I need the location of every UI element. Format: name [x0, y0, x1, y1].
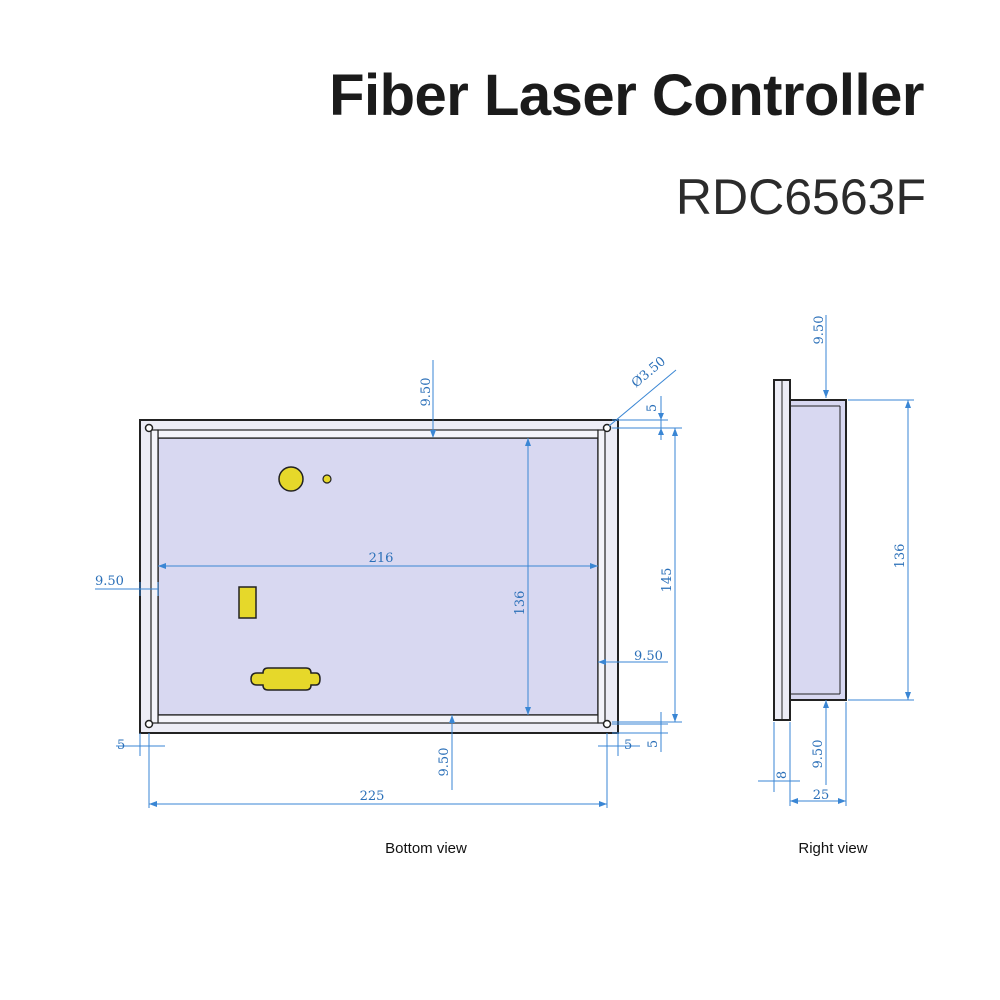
mount-hole-bottom-left [144, 719, 154, 729]
mount-hole-bottom-right [602, 719, 612, 729]
small-round-connector [322, 474, 332, 484]
dim-hole-offset-top: 5 [645, 404, 660, 412]
rv-dim-height: 136 [893, 544, 908, 569]
dim-right-margin: 9.50 [634, 649, 663, 664]
controller-body [789, 399, 847, 701]
bottom-view-caption: Bottom view [385, 840, 467, 857]
right-view: 9.50 136 9.50 8 25 Right view [758, 315, 914, 857]
top-rail [157, 429, 599, 439]
page-title: Fiber Laser Controller [329, 63, 924, 128]
dim-outer-height: 145 [660, 568, 675, 593]
right-view-caption: Right view [798, 840, 867, 857]
dim-bottom-left-offset: 5 [117, 738, 125, 753]
dim-hole-diameter: Ø3.50 [629, 354, 669, 391]
dim-top-margin: 9.50 [419, 378, 434, 407]
db-connector [250, 667, 321, 691]
rv-dim-bottom-margin: 9.50 [811, 740, 826, 769]
dim-inner-height: 136 [513, 591, 528, 616]
dim-bottom-right-offset-h: 5 [624, 738, 632, 753]
mount-hole-top-left [144, 423, 154, 433]
dim-bottom-right-offset-v: 5 [646, 740, 661, 748]
mount-hole-top-right [602, 423, 612, 433]
model-number: RDC6563F [675, 169, 926, 225]
rv-dim-depth: 25 [813, 788, 830, 803]
right-rail [597, 429, 606, 724]
dim-left-margin: 9.50 [95, 574, 124, 589]
large-round-connector [278, 466, 304, 492]
bottom-rail [157, 714, 599, 724]
left-rail [150, 429, 159, 724]
rectangular-connector [238, 586, 257, 619]
inner-panel [157, 437, 599, 716]
bottom-view: 9.50 Ø3.50 5 216 9.50 136 145 [95, 354, 682, 857]
rv-dim-top-margin: 9.50 [812, 316, 827, 345]
rv-dim-flange: 8 [775, 771, 790, 779]
dim-outer-width: 225 [360, 789, 385, 804]
dim-bottom-margin: 9.50 [437, 748, 452, 777]
dim-inner-width: 216 [369, 551, 394, 566]
